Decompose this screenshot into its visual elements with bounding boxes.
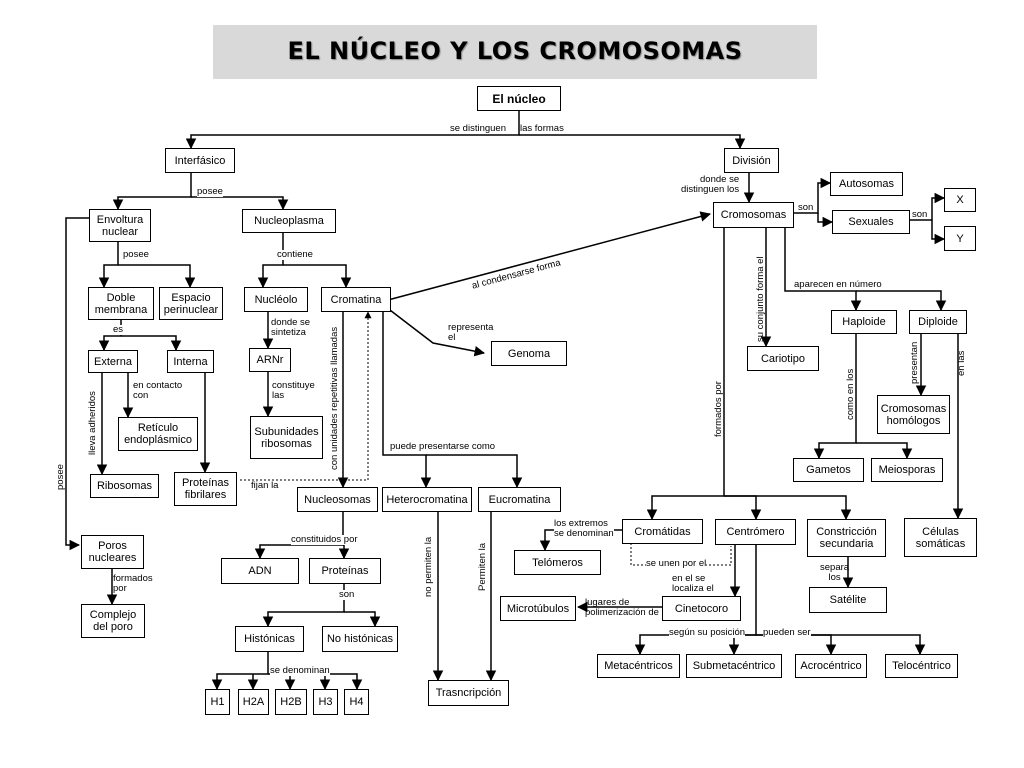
node-cromatidas: Cromátidas <box>622 519 703 544</box>
link-label-segun-su-posicion: según su posición <box>669 627 746 638</box>
node-ribosomas: Ribosomas <box>90 474 159 498</box>
node-autosomas: Autosomas <box>830 172 903 196</box>
link-label-separa-los: separa los <box>820 562 850 583</box>
node-satelite: Satélite <box>809 587 887 613</box>
link-label-se-distinguen: se distinguen <box>450 123 506 134</box>
link-label-las-formas: las formas <box>520 123 564 134</box>
link-label-permiten-la: Permiten la <box>477 542 488 591</box>
link-label-son: son <box>912 209 928 220</box>
node-cinetocoro: Cinetocoro <box>662 596 741 621</box>
node-proteinas-fibrilares: Proteínas fibrilares <box>174 472 237 506</box>
link-label-es: es <box>113 324 124 335</box>
node-interfasico: Interfásico <box>165 148 235 173</box>
link-label-se-denominan: se denominan <box>270 665 330 676</box>
node-espacio-perinuclear: Espacio perinuclear <box>159 287 223 320</box>
node-diploide: Diploide <box>909 310 967 334</box>
title-banner: EL NÚCLEO Y LOS CROMOSOMAS <box>213 25 817 79</box>
link-label-donde-se-sintetiza: donde se sintetiza <box>271 317 311 338</box>
node-metacentricos: Metacéntricos <box>597 654 680 678</box>
link-label-en-las: en las <box>956 350 967 376</box>
node-el-nucleo: El núcleo <box>477 86 561 111</box>
node-acrocentrico: Acrocéntrico <box>795 654 867 678</box>
node-h2b: H2B <box>275 689 307 715</box>
node-h4: H4 <box>344 689 369 715</box>
node-interna: Interna <box>167 350 214 373</box>
node-nucleoplasma: Nucleoplasma <box>242 209 336 233</box>
node-haploide: Haploide <box>831 310 897 334</box>
link-label-posee: posee <box>55 464 66 490</box>
node-constriccion-secundaria: Constricción secundaria <box>807 519 886 557</box>
node-poros-nucleares: Poros nucleares <box>81 535 144 569</box>
link-label-representa-el: representa el <box>448 322 494 343</box>
node-envoltura-nuclear: Envoltura nuclear <box>89 209 151 242</box>
node-nucleolo: Nucléolo <box>244 287 308 312</box>
node-division: División <box>724 148 779 173</box>
node-celulas-somaticas: Células somáticas <box>904 518 977 557</box>
node-y: Y <box>944 226 976 251</box>
link-label-son: son <box>798 202 814 213</box>
node-eucromatina: Eucromatina <box>478 487 561 512</box>
node-telomeros: Telómeros <box>514 550 601 575</box>
link-label-constituidos-por: constituidos por <box>291 534 358 545</box>
node-h2a: H2A <box>238 689 269 715</box>
node-telocentrico: Telocéntrico <box>885 654 958 678</box>
link-label-lleva-adheridos: lleva adheridos <box>87 391 98 455</box>
node-cromatina: Cromatina <box>321 287 391 312</box>
node-proteinas: Proteínas <box>309 558 381 584</box>
node-genoma: Genoma <box>491 341 567 366</box>
node-reticulo-endoplasmico: Retículo endoplásmico <box>118 417 198 451</box>
link-label-su-conjunto-forma-el: su conjunto forma el <box>755 256 766 342</box>
node-subunidades-ribosomas: Subunidades ribosomas <box>250 416 323 459</box>
node-histonicas: Histónicas <box>235 626 304 652</box>
link-label-donde-se-distinguen: donde se distinguen los <box>681 174 740 195</box>
link-label-constituye-las: constituye las <box>272 380 315 401</box>
link-label-en-contacto-con: en contacto con <box>133 380 183 401</box>
link-label-posee: posee <box>123 249 149 260</box>
link-label-con-unidades-repetitivas: con unidades repetitivas llamadas <box>329 326 340 470</box>
node-microtubulos: Microtúbulos <box>500 596 576 621</box>
node-centromero: Centrómero <box>715 519 796 545</box>
link-label-se-unen-por-el: se unen por el <box>646 558 707 569</box>
link-label-fijan-la: fijan la <box>251 480 279 491</box>
node-trascripcion: Trasncripción <box>428 680 509 706</box>
node-nucleosomas: Nucleosomas <box>297 487 378 512</box>
node-complejo-del-poro: Complejo del poro <box>81 604 145 638</box>
node-adn: ADN <box>221 558 299 584</box>
link-label-pueden-ser: pueden ser <box>763 627 811 638</box>
node-arnr: ARNr <box>249 348 291 372</box>
link-label-como-en-los: como en los <box>845 368 856 420</box>
node-cariotipo: Cariotipo <box>747 346 819 371</box>
link-label-son: son <box>339 589 355 600</box>
link-label-los-extremos-se-denominan: los extremos se denominan <box>554 518 614 539</box>
node-sexuales: Sexuales <box>832 210 910 234</box>
link-label-formados-por: formados por <box>713 381 724 437</box>
node-heterocromatina: Heterocromatina <box>382 487 472 512</box>
link-label-no-permiten-la: no permiten la <box>423 536 434 597</box>
link-label-formados-por: formados por <box>113 573 153 594</box>
link-label-presentan: presentan <box>909 341 920 384</box>
node-h1: H1 <box>205 689 230 715</box>
link-label-aparecen-en-numero: aparecen en número <box>794 279 882 290</box>
node-externa: Externa <box>88 350 138 373</box>
link-label-puede-presentarse-como: puede presentarse como <box>390 441 496 452</box>
link-label-en-el-se-localiza-el: en el se localiza el <box>672 573 714 594</box>
node-x: X <box>944 188 976 212</box>
node-cromosomas-homologos: Cromosomas homólogos <box>877 395 950 434</box>
node-submetacentrico: Submetacéntrico <box>686 654 782 678</box>
link-label-posee: posee <box>197 186 223 197</box>
node-meiosporas: Meiosporas <box>871 458 943 482</box>
link-label-contiene: contiene <box>277 249 313 260</box>
node-doble-membrana: Doble membrana <box>88 287 154 320</box>
node-h3: H3 <box>313 689 338 715</box>
page-title: EL NÚCLEO Y LOS CROMOSOMAS <box>287 37 743 65</box>
link-label-lugares-de-polimerizacion: lugares de polimerización de <box>585 597 659 618</box>
node-cromosomas: Cromosomas <box>713 202 794 228</box>
node-no-histonicas: No histónicas <box>322 626 398 652</box>
node-gametos: Gametos <box>793 458 864 482</box>
